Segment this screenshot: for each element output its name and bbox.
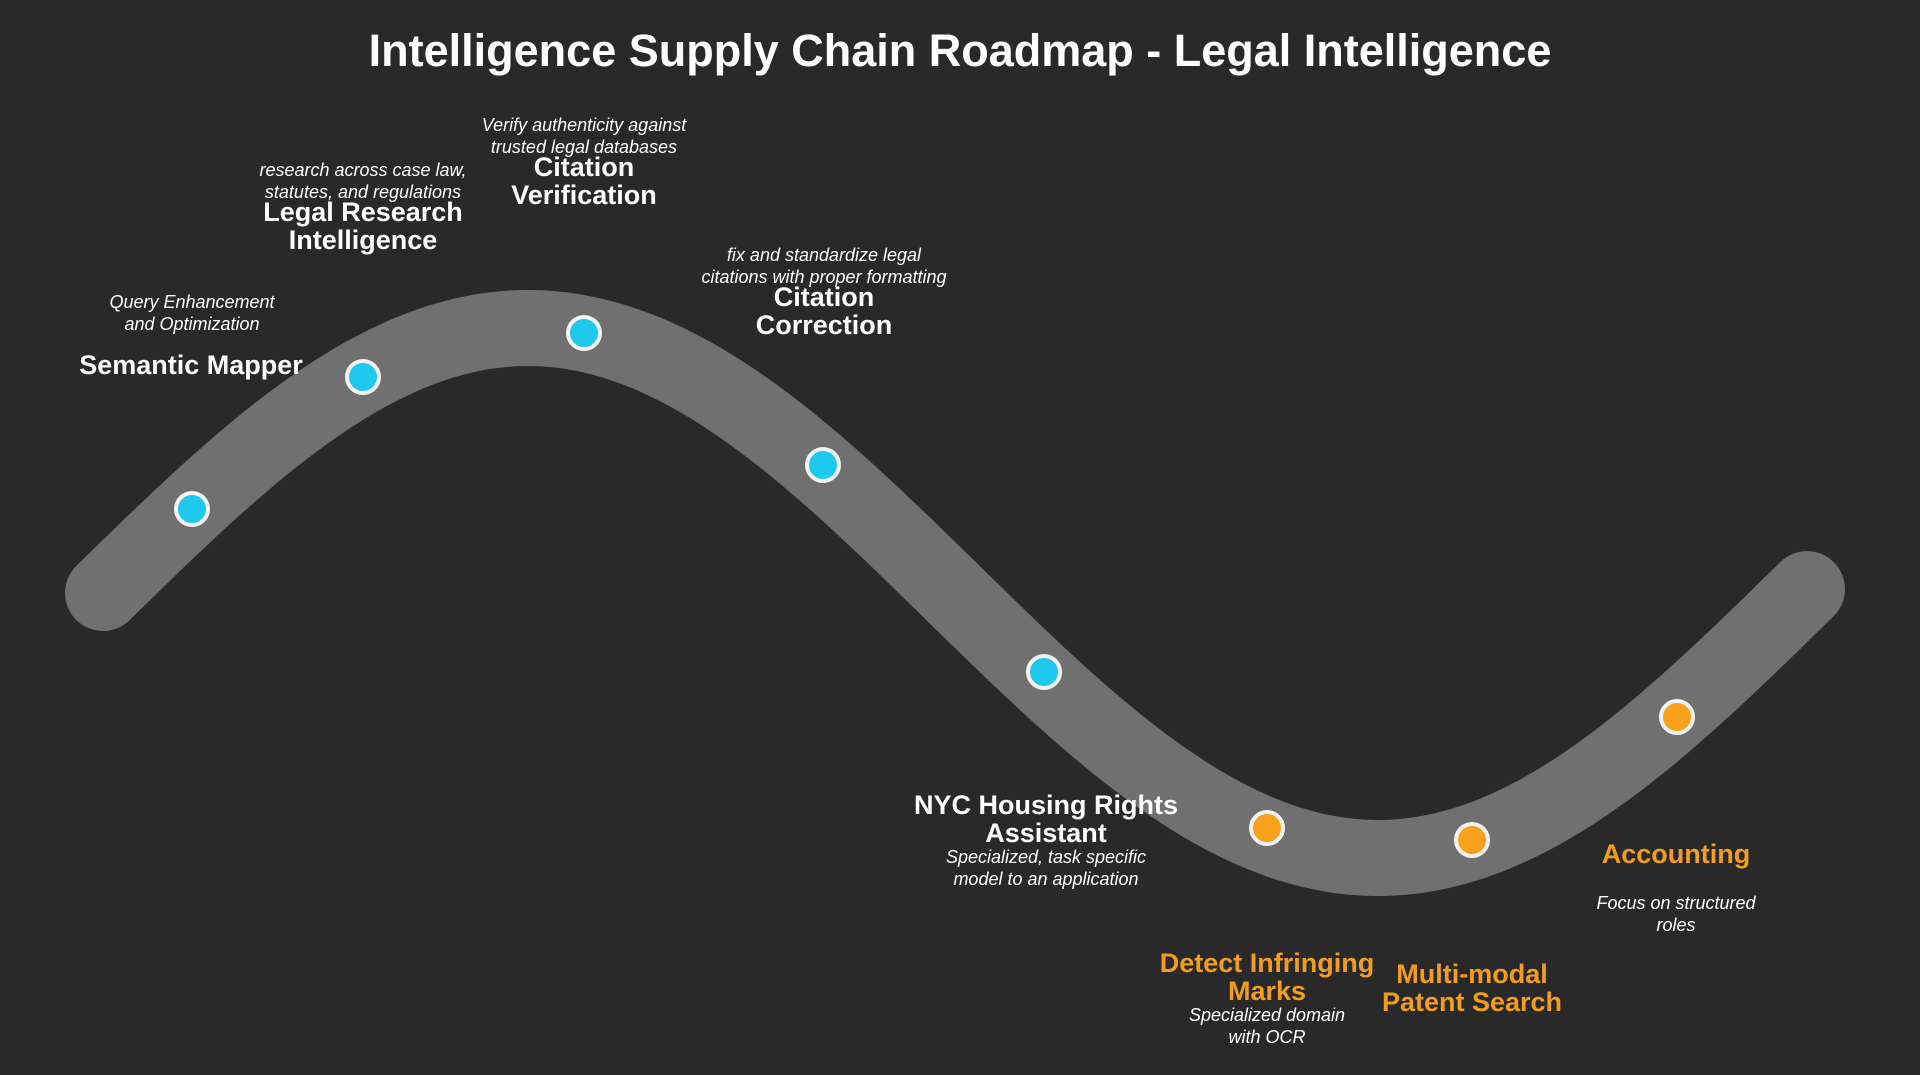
milestone-dot-nyc-housing-rights-assistant (1026, 654, 1062, 690)
milestone-title-nyc-housing-rights-assistant: NYC Housing Rights Assistant (914, 790, 1178, 848)
milestone-dot-detect-infringing-marks (1249, 810, 1285, 846)
milestone-title-legal-research-intelligence: Legal Research Intelligence (263, 197, 463, 255)
milestone-dot-semantic-mapper (174, 491, 210, 527)
milestone-dot-citation-correction (805, 447, 841, 483)
milestone-dot-multi-modal-patent-search (1454, 822, 1490, 858)
page-title: Intelligence Supply Chain Roadmap - Lega… (368, 25, 1552, 76)
milestone-title-citation-correction: Citation Correction (755, 282, 893, 340)
milestone-title-semantic-mapper: Semantic Mapper (79, 350, 303, 380)
milestone-subtitle-legal-research-intelligence: research across case law, statutes, and … (259, 160, 467, 202)
milestone-title-multi-modal-patent-search: Multi-modal Patent Search (1381, 959, 1563, 1017)
milestone-subtitle-detect-infringing-marks: Specialized domain with OCR (1188, 1005, 1346, 1047)
milestone-subtitle-citation-correction: fix and standardize legal citations with… (701, 245, 947, 287)
milestone-dot-citation-verification (566, 315, 602, 351)
milestone-dot-legal-research-intelligence (345, 359, 381, 395)
milestone-title-detect-infringing-marks: Detect Infringing Marks (1159, 948, 1375, 1006)
milestone-dot-accounting (1659, 699, 1695, 735)
milestone-subtitle-citation-verification: Verify authenticity against trusted lega… (481, 115, 687, 157)
milestone-subtitle-semantic-mapper: Query Enhancement and Optimization (109, 292, 275, 334)
milestone-subtitle-nyc-housing-rights-assistant: Specialized, task specific model to an a… (945, 847, 1147, 889)
roadmap-path (65, 290, 1845, 896)
milestone-title-citation-verification: Citation Verification (511, 152, 657, 210)
milestone-dots-layer (174, 315, 1695, 858)
milestone-title-accounting: Accounting (1601, 839, 1751, 869)
milestone-subtitle-accounting: Focus on structured roles (1596, 893, 1756, 935)
